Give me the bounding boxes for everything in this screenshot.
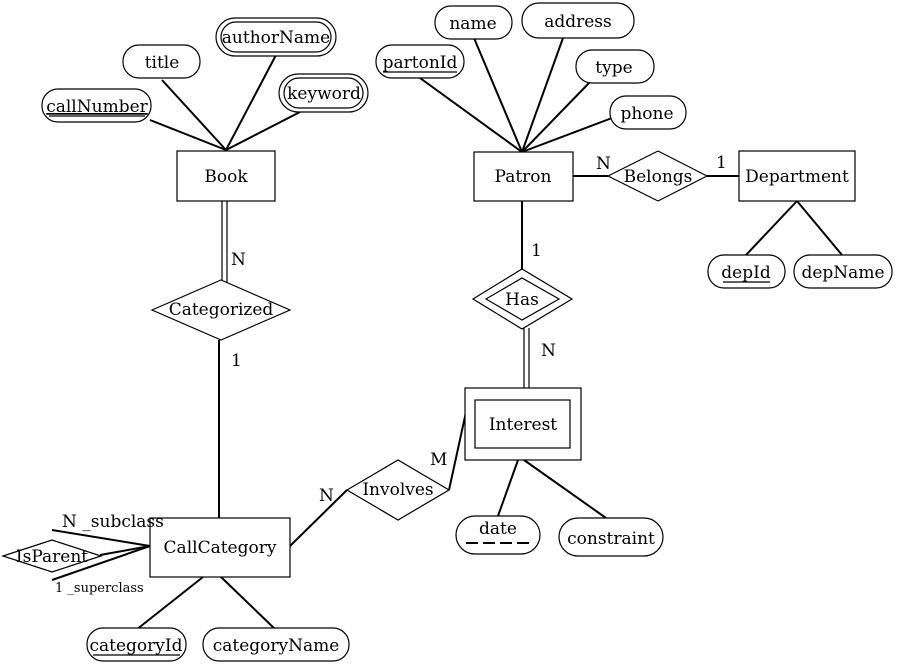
attribute-constraint-label: constraint xyxy=(567,529,655,549)
relationship-belongs-label: Belongs xyxy=(624,167,693,187)
relationship-isparent-label: IsParent xyxy=(16,547,88,567)
cardinality-subclass: N _subclass xyxy=(62,512,164,532)
line-patron-name xyxy=(473,37,523,153)
entity-patron-label: Patron xyxy=(495,167,552,187)
line-callcategory-involves xyxy=(289,489,348,547)
attribute-keyword-multivalued[interactable]: keyword xyxy=(278,73,369,113)
line-patron-phone xyxy=(521,117,613,153)
cardinality-patron-has: 1 xyxy=(531,241,542,261)
line-book-title xyxy=(161,79,227,151)
attribute-date-partial-key[interactable]: date xyxy=(455,515,541,555)
entity-callcategory-label: CallCategory xyxy=(164,538,277,558)
cardinality-interest-has: N xyxy=(541,341,556,361)
attribute-title-label: title xyxy=(145,53,180,73)
line-involves-interest xyxy=(448,411,467,491)
attribute-depid-label: depId xyxy=(721,263,771,283)
line-isparent-mid xyxy=(99,545,151,556)
line-interest-date xyxy=(497,459,519,517)
attribute-categoryid-key[interactable]: categoryId xyxy=(86,627,187,662)
entity-book-label: Book xyxy=(204,167,248,187)
relationship-involves[interactable]: Involves xyxy=(345,459,451,521)
line-book-authorname xyxy=(225,54,277,151)
relationship-categorized[interactable]: Categorized xyxy=(150,279,292,341)
line-callcategory-categoryid xyxy=(135,576,204,631)
attribute-address-label: address xyxy=(544,12,612,32)
attribute-depname-label: depName xyxy=(801,263,884,283)
attribute-name-label: name xyxy=(449,14,496,34)
attribute-type[interactable]: type xyxy=(575,49,655,84)
entity-department[interactable]: Department xyxy=(738,150,856,202)
relationship-has-identifying[interactable]: Has xyxy=(471,268,574,330)
line-department-depname xyxy=(796,200,843,256)
cardinality-superclass: 1 _superclass xyxy=(55,581,144,596)
line-callcategory-categoryname xyxy=(220,576,277,631)
line-isparent-subclass xyxy=(51,529,151,547)
attribute-callnumber-label: callNumber xyxy=(46,97,148,117)
relationship-isparent[interactable]: IsParent xyxy=(1,539,103,573)
cardinality-patron-belongs: N xyxy=(596,154,611,174)
attribute-categoryname-label: categoryName xyxy=(213,636,340,656)
cardinality-category-involves: N xyxy=(319,486,334,506)
attribute-partonid-label: partonId xyxy=(383,53,458,73)
entity-book[interactable]: Book xyxy=(176,150,276,202)
attribute-keyword-label: keyword xyxy=(287,84,361,104)
entity-callcategory[interactable]: CallCategory xyxy=(149,517,291,578)
attribute-type-label: type xyxy=(595,58,632,78)
line-book-keyword xyxy=(225,111,301,151)
attribute-categoryid-label: categoryId xyxy=(90,636,183,656)
cardinality-interest-involves: M xyxy=(430,450,447,470)
relationship-involves-label: Involves xyxy=(362,480,433,500)
entity-interest-label: Interest xyxy=(489,415,557,435)
line-book-callnumber xyxy=(149,119,227,151)
attribute-date-label: date xyxy=(479,519,517,539)
cardinality-book-categorized: N xyxy=(231,250,246,270)
attribute-callnumber-key[interactable]: callNumber xyxy=(41,88,152,123)
relationship-has-label: Has xyxy=(505,290,539,310)
attribute-partonid-key[interactable]: partonId xyxy=(375,44,465,79)
attribute-authorname-multivalued[interactable]: authorName xyxy=(215,17,337,57)
attribute-depname[interactable]: depName xyxy=(793,254,893,289)
attribute-title[interactable]: title xyxy=(122,44,201,79)
attribute-address[interactable]: address xyxy=(521,2,635,39)
entity-patron[interactable]: Patron xyxy=(473,151,574,202)
line-patron-type xyxy=(521,81,591,153)
line-department-depid xyxy=(745,200,798,256)
attribute-depid-key[interactable]: depId xyxy=(707,254,786,289)
attribute-phone[interactable]: phone xyxy=(609,95,687,130)
line-isparent-superclass xyxy=(51,545,151,581)
cardinality-labels: N 1 N 1 1 N M N N _subclass 1 _superclas… xyxy=(55,153,727,596)
attribute-categoryname[interactable]: categoryName xyxy=(202,627,350,662)
line-patron-partonid xyxy=(419,77,523,153)
connector-lines xyxy=(51,37,843,631)
entity-department-label: Department xyxy=(745,167,849,187)
cardinality-category-categorized: 1 xyxy=(231,351,242,371)
attribute-phone-label: phone xyxy=(620,104,673,124)
cardinality-department-belongs: 1 xyxy=(716,153,727,173)
relationship-categorized-label: Categorized xyxy=(169,300,274,320)
line-interest-constraint xyxy=(523,459,607,519)
entity-interest-weak[interactable]: Interest xyxy=(464,387,582,461)
attribute-name[interactable]: name xyxy=(434,5,513,40)
attribute-authorname-label: authorName xyxy=(222,28,330,48)
attribute-constraint[interactable]: constraint xyxy=(558,517,664,557)
relationship-belongs[interactable]: Belongs xyxy=(606,150,709,202)
line-patron-address xyxy=(521,37,564,153)
